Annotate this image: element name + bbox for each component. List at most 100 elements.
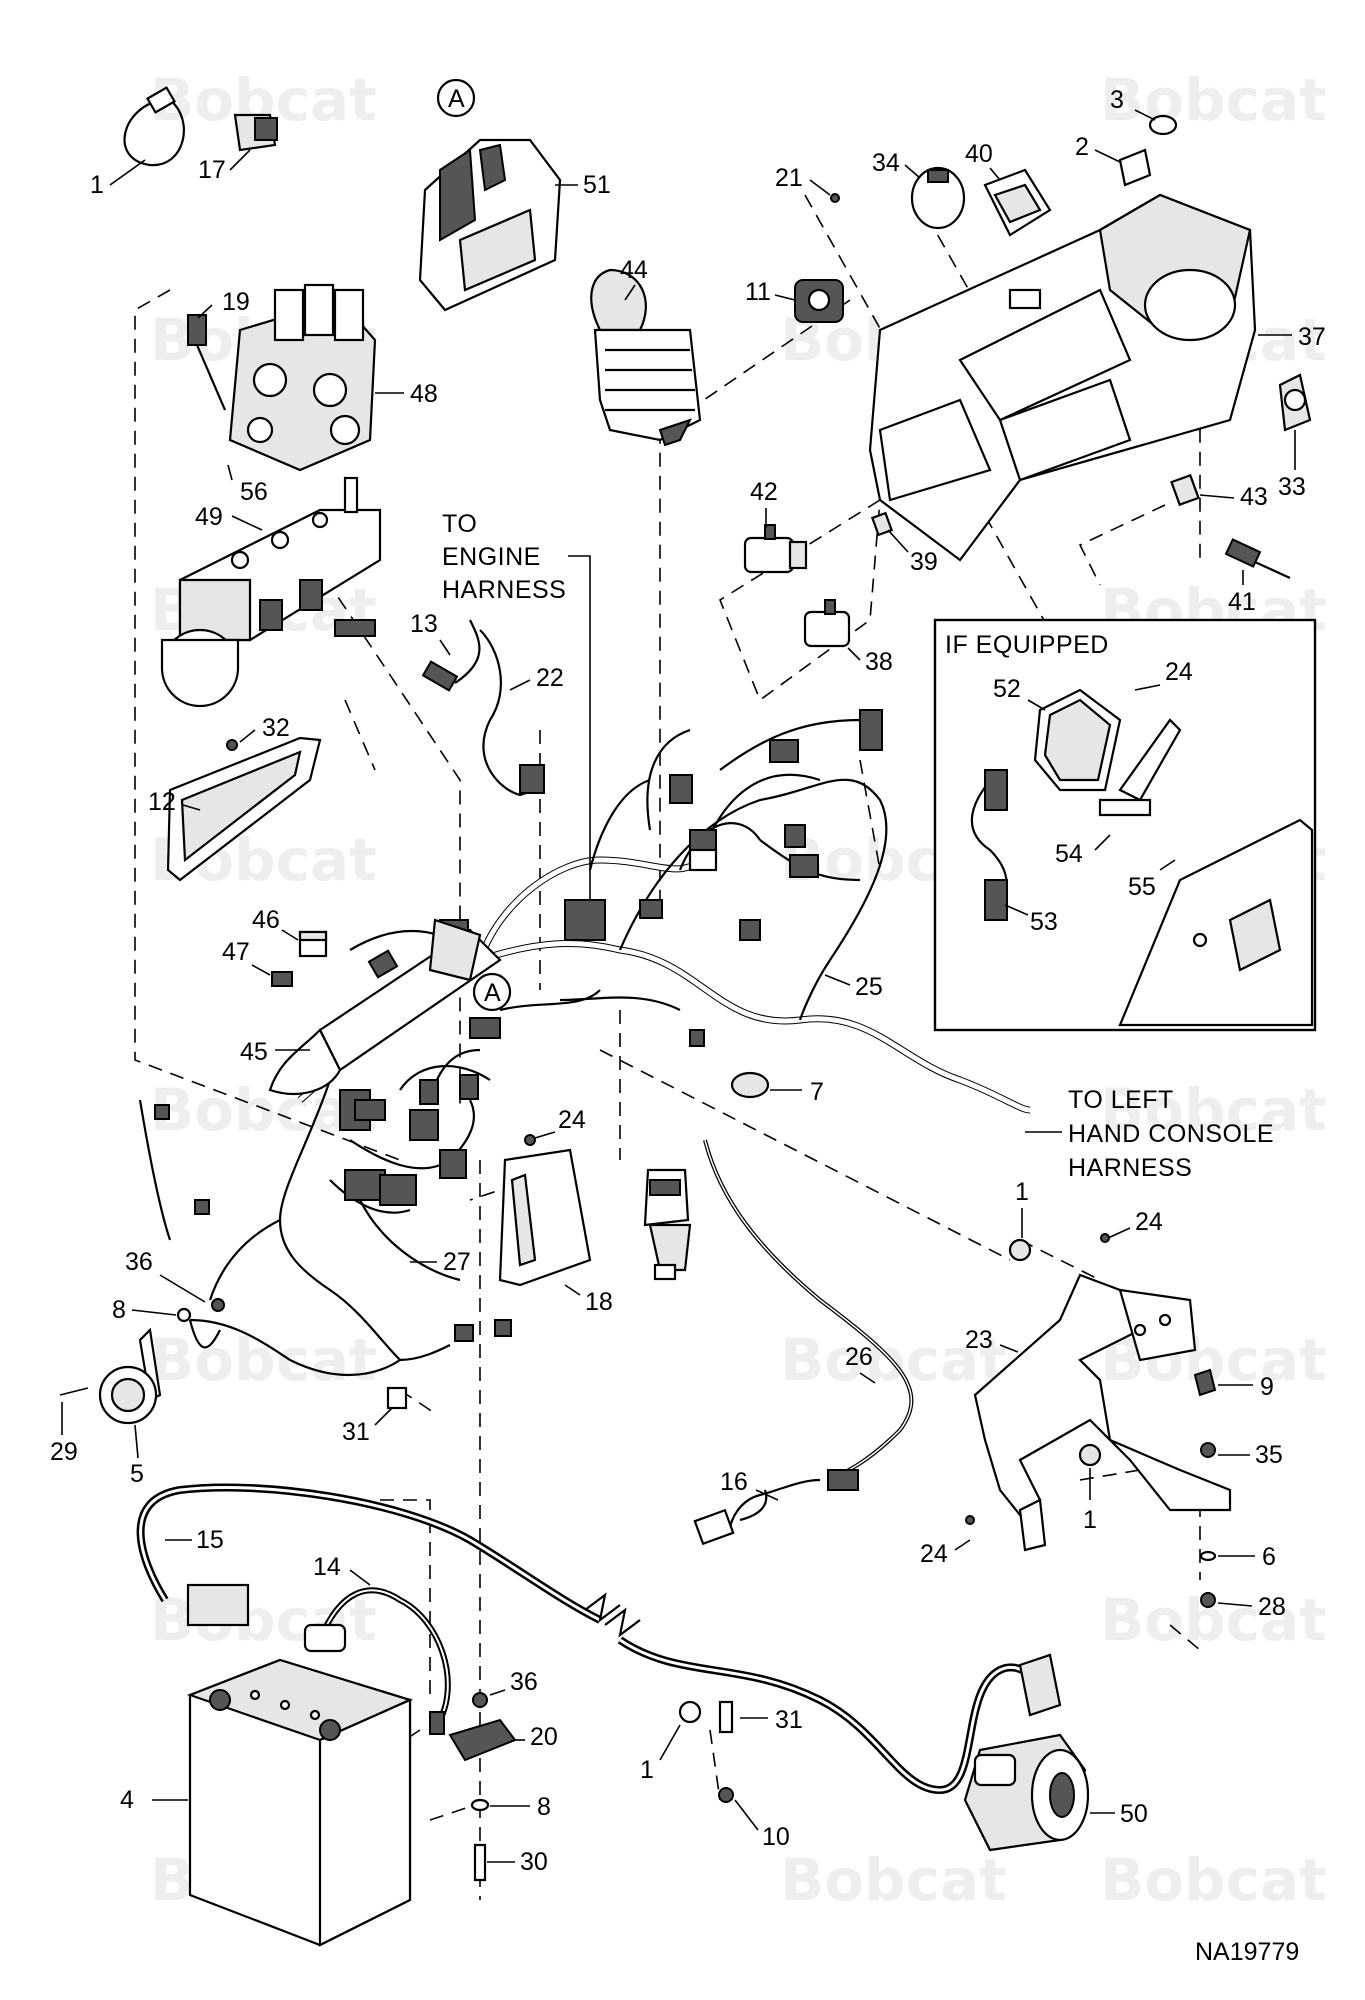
callout: 48 <box>410 380 438 408</box>
starter-motor <box>963 1733 1090 1852</box>
nut <box>1200 1442 1216 1458</box>
callout: 22 <box>536 664 564 692</box>
button-cap <box>870 511 894 537</box>
callout: 40 <box>965 140 993 168</box>
callout: 56 <box>240 478 268 506</box>
cable-terminal <box>1018 1653 1062 1717</box>
bushing <box>1118 114 1178 187</box>
watermark-text: Bobcat <box>1100 66 1327 134</box>
bolt <box>1200 1592 1216 1608</box>
j-bolt <box>473 1843 487 1882</box>
callout: 7 <box>810 1078 824 1106</box>
washer <box>176 1307 192 1323</box>
callout: 6 <box>1262 1543 1276 1571</box>
callout: 4 <box>120 1786 134 1814</box>
screw <box>965 1515 975 1525</box>
callout: 1 <box>1015 1178 1029 1206</box>
callout: 1 <box>1083 1506 1097 1534</box>
callout: 50 <box>1120 1800 1148 1828</box>
svg-text:TO: TO <box>442 510 477 538</box>
callout: 12 <box>148 788 176 816</box>
callout: 3 <box>1110 86 1124 114</box>
fuel-solenoid <box>643 1168 692 1281</box>
callout: 23 <box>965 1326 993 1354</box>
callout: 33 <box>1278 473 1306 501</box>
key-switch <box>794 279 844 323</box>
watermark-text: Bobcat <box>1100 1076 1327 1144</box>
callout: 25 <box>855 973 883 1001</box>
bolt <box>386 1386 408 1410</box>
key <box>1224 538 1291 580</box>
callout: 53 <box>1030 908 1058 936</box>
callout: 18 <box>585 1288 613 1316</box>
callout: 13 <box>410 610 438 638</box>
washer <box>470 1798 490 1812</box>
callout: 16 <box>720 1468 748 1496</box>
clamp <box>678 1700 702 1724</box>
control-valve <box>228 283 377 472</box>
nut <box>718 1787 734 1803</box>
callout: 1 <box>640 1756 654 1784</box>
switch <box>803 599 851 648</box>
figure-id: NA19779 <box>1195 1938 1299 1966</box>
inset-module <box>1033 688 1122 792</box>
callout: 26 <box>845 1343 873 1371</box>
nut <box>472 1692 488 1708</box>
watermark-text: Bobcat <box>780 1846 1007 1914</box>
sensor-harness <box>703 1139 914 1482</box>
nut <box>211 1298 225 1312</box>
callout: 34 <box>872 149 900 177</box>
clamp <box>1008 1238 1032 1262</box>
callout: 55 <box>1128 873 1156 901</box>
callout: 15 <box>196 1526 224 1554</box>
screw <box>830 193 840 203</box>
callout: 54 <box>1055 840 1083 868</box>
inset-harness <box>970 769 1008 921</box>
decal <box>1278 373 1312 432</box>
callout: 27 <box>443 1248 471 1276</box>
manifold-block <box>178 476 382 642</box>
cable-clamp <box>303 1623 347 1653</box>
callout: 30 <box>520 1848 548 1876</box>
washer <box>1199 1550 1217 1562</box>
note-to-left-console-harness: TO LEFT HAND CONSOLE HARNESS <box>1025 1086 1274 1182</box>
callout: 1 <box>90 171 104 199</box>
note-to-engine-harness: TO ENGINE HARNESS <box>442 510 591 900</box>
temperature-sensor <box>421 619 481 692</box>
callout: 51 <box>583 171 611 199</box>
knob <box>910 166 966 230</box>
callout: 14 <box>313 1553 341 1581</box>
battery <box>186 1658 414 1947</box>
callout: 44 <box>620 256 648 284</box>
callout: 8 <box>537 1793 551 1821</box>
controller <box>498 1148 592 1287</box>
speed-sensor <box>693 1469 859 1546</box>
ref-a-label: A <box>484 979 501 1007</box>
callout: 38 <box>865 648 893 676</box>
fuse <box>271 971 293 987</box>
callout: 32 <box>262 714 290 742</box>
svg-text:TO LEFT: TO LEFT <box>1068 1086 1174 1114</box>
clamp <box>1078 1443 1102 1467</box>
callout: 24 <box>558 1106 586 1134</box>
hold-down-clamp <box>448 1718 517 1762</box>
callout: 5 <box>130 1460 144 1488</box>
watermark-text: Bobcat <box>1100 1846 1327 1914</box>
cable-break <box>584 1592 641 1638</box>
cable-lug <box>429 1711 445 1735</box>
screw <box>226 739 238 751</box>
grommet <box>730 1071 770 1099</box>
callout: 36 <box>510 1668 538 1696</box>
callout: 39 <box>910 548 938 576</box>
callout: 31 <box>775 1706 803 1734</box>
terminal-cover <box>186 1583 250 1627</box>
callout: 21 <box>775 164 803 192</box>
watermark-text: Bobcat <box>150 1326 377 1394</box>
jumper-harness <box>479 629 545 797</box>
ref-a-top-label: A <box>448 85 465 113</box>
svg-text:HARNESS: HARNESS <box>1068 1154 1192 1182</box>
if-equipped-label: IF EQUIPPED <box>945 631 1109 659</box>
rocker-switch <box>983 168 1052 237</box>
callout: 24 <box>1165 658 1193 686</box>
